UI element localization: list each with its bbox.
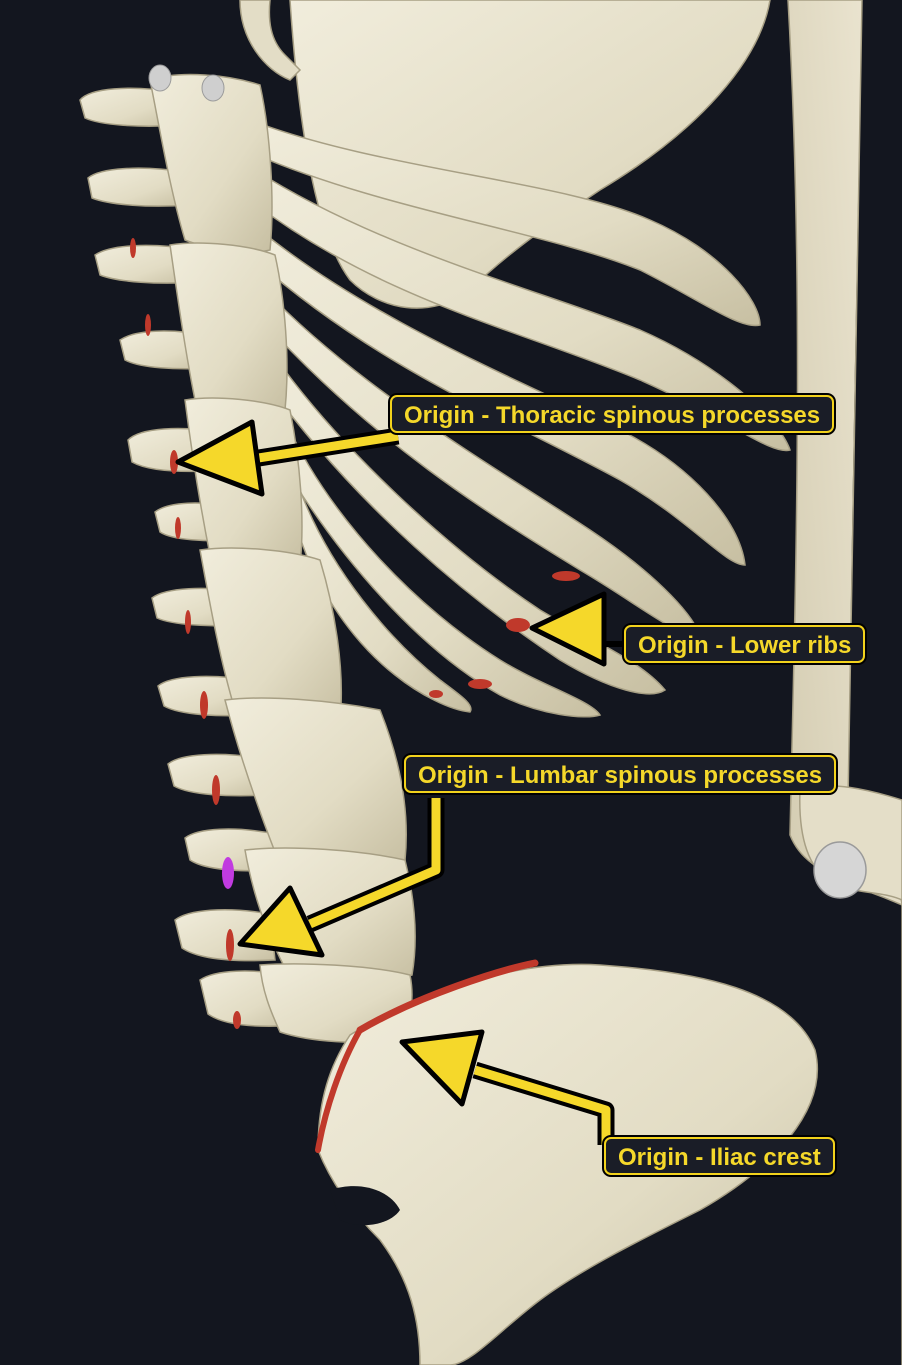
origin-markers [130,238,580,1029]
humerus [787,0,902,1365]
arrow-lumbar [237,798,445,958]
cartilage-tips [148,64,225,102]
ribs [244,118,791,718]
annotation-arrows [175,419,624,1145]
insertion-marker [222,857,234,889]
arrow-iliac [399,1029,615,1145]
arrow-ribs [529,591,624,667]
label-lumbar-origin: Origin - Lumbar spinous processes [404,755,837,793]
label-iliac-crest-origin: Origin - Iliac crest [604,1137,835,1175]
arrow-thoracic [175,419,400,497]
iliac-crest-origin-marker [356,959,539,1034]
label-lower-ribs-origin: Origin - Lower ribs [624,625,866,663]
elbow-cartilage [813,841,867,899]
label-thoracic-origin: Origin - Thoracic spinous processes [390,395,835,433]
spinous-processes [79,87,301,1027]
